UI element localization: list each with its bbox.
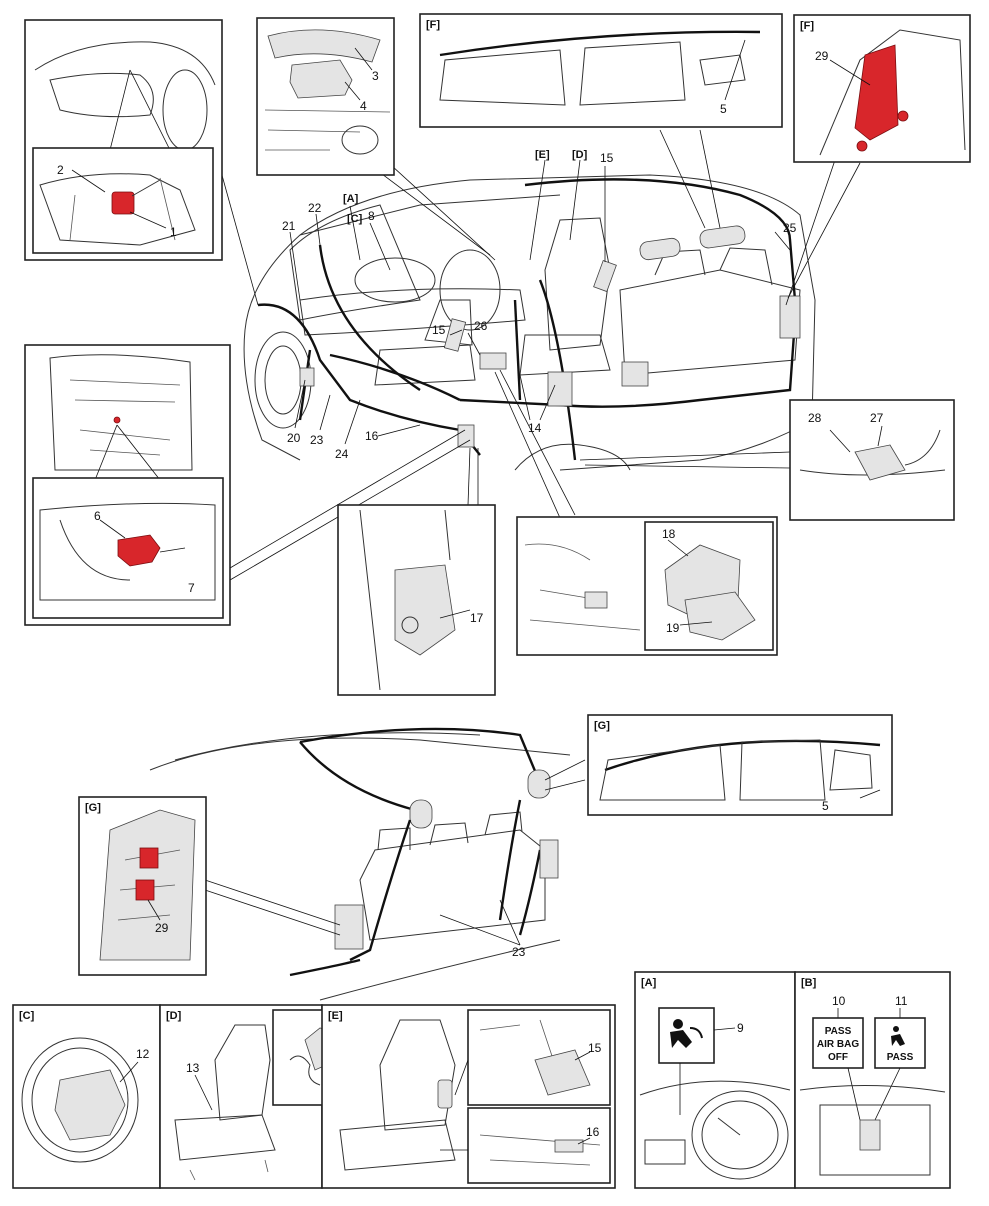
tag-f-curtain: [F] <box>426 19 440 31</box>
callout-28: 28 <box>808 411 822 425</box>
callout-6: 6 <box>94 509 101 523</box>
callout-3: 3 <box>372 69 379 83</box>
callout-11: 11 <box>895 994 908 1008</box>
tag-a-panel: [A] <box>641 977 657 989</box>
panel-e-seat-sensors: [E] 15 16 <box>321 1004 616 1189</box>
airbag-person-icon <box>891 1026 905 1046</box>
panel-a-airbag-warning-light: [A] 9 <box>634 971 796 1189</box>
tag-e-panel: [E] <box>328 1010 343 1022</box>
callout-17: 17 <box>470 611 484 625</box>
callout-13: 13 <box>186 1061 200 1075</box>
tag-d-panel: [D] <box>166 1010 182 1022</box>
main-leader-lines <box>214 129 861 581</box>
side-impact-sensor-red <box>117 534 161 567</box>
callout-29-top: 29 <box>815 49 829 63</box>
tag-a: [A] <box>343 193 359 205</box>
vehicle-overview-drawing <box>243 174 816 471</box>
callout-20: 20 <box>287 431 301 445</box>
callout-9: 9 <box>737 1021 744 1035</box>
inset-curtain-airbag-f: [F] 5 <box>419 13 783 128</box>
side-airbag-red-g-bottom <box>135 879 155 901</box>
main-callouts: 21 22 [A] [C] 8 [E] [D] 15 25 15 26 14 1… <box>282 149 797 461</box>
callout-12: 12 <box>136 1047 150 1061</box>
callout-18: 18 <box>662 527 676 541</box>
inset-curtain-airbag-g: [G] 5 <box>587 714 893 816</box>
tag-f-side: [F] <box>800 20 814 32</box>
callout-27: 27 <box>870 411 884 425</box>
callout-8: 8 <box>368 209 375 223</box>
inset-pretensioner: 17 <box>337 504 496 696</box>
callout-10: 10 <box>832 994 846 1008</box>
callout-29-bottom: 29 <box>155 921 169 935</box>
tag-e: [E] <box>535 149 550 161</box>
rear-cabin-drawing <box>149 727 571 1001</box>
callout-25: 25 <box>783 221 797 235</box>
pass-airbag-off-line1: PASS <box>825 1026 852 1037</box>
tag-d: [D] <box>572 149 588 161</box>
tag-g-curtain: [G] <box>594 720 610 732</box>
inset-rear-connector: 28 27 <box>789 399 955 521</box>
middle-leader-lines <box>204 759 586 946</box>
callout-14-main: 14 <box>528 421 542 435</box>
callout-5-top: 5 <box>720 102 727 116</box>
callout-4: 4 <box>360 99 367 113</box>
tag-g-side: [G] <box>85 802 101 814</box>
callout-22: 22 <box>308 201 322 215</box>
tag-b-panel: [B] <box>801 977 817 989</box>
callout-26: 26 <box>474 319 488 333</box>
inset-side-airbag-g: [G] 29 <box>78 796 207 976</box>
callout-15-seat: 15 <box>600 151 614 165</box>
side-airbag-red-top <box>854 44 899 141</box>
side-airbag-red-g-top <box>139 847 159 869</box>
callout-15-panel: 15 <box>588 1041 602 1055</box>
front-impact-sensor-red <box>111 191 135 215</box>
inset-sdm-unit: 18 19 <box>516 516 778 656</box>
callout-24: 24 <box>335 447 349 461</box>
inset-front-impact-sensor: 2 1 <box>24 19 223 261</box>
callout-16-panel: 16 <box>586 1125 600 1139</box>
inset-passenger-airbag: 3 4 <box>256 17 395 176</box>
inset-side-impact-sensor: 6 7 <box>24 344 231 626</box>
inset-side-airbag-f: [F] 29 <box>793 14 971 163</box>
callout-23-middle: 23 <box>512 945 526 959</box>
callout-7: 7 <box>188 581 195 595</box>
callout-15-front: 15 <box>432 323 446 337</box>
panel-c-steering-wheel: [C] 12 <box>12 1004 161 1189</box>
callout-21: 21 <box>282 219 296 233</box>
callout-1: 1 <box>170 225 177 239</box>
tag-c: [C] <box>347 213 363 225</box>
callout-2: 2 <box>57 163 64 177</box>
callout-16-main: 16 <box>365 429 379 443</box>
pass-airbag-off-line3: OFF <box>828 1052 848 1063</box>
tag-c-panel: [C] <box>19 1010 35 1022</box>
pass-airbag-on-label: PASS <box>887 1052 914 1063</box>
callout-19: 19 <box>666 621 680 635</box>
panel-b-pass-airbag-indicators: [B] 10 11 PASS AIR BAG OFF PASS <box>794 971 951 1189</box>
callout-5-bottom: 5 <box>822 799 829 813</box>
pass-airbag-off-line2: AIR BAG <box>817 1039 859 1050</box>
callout-23-main: 23 <box>310 433 324 447</box>
